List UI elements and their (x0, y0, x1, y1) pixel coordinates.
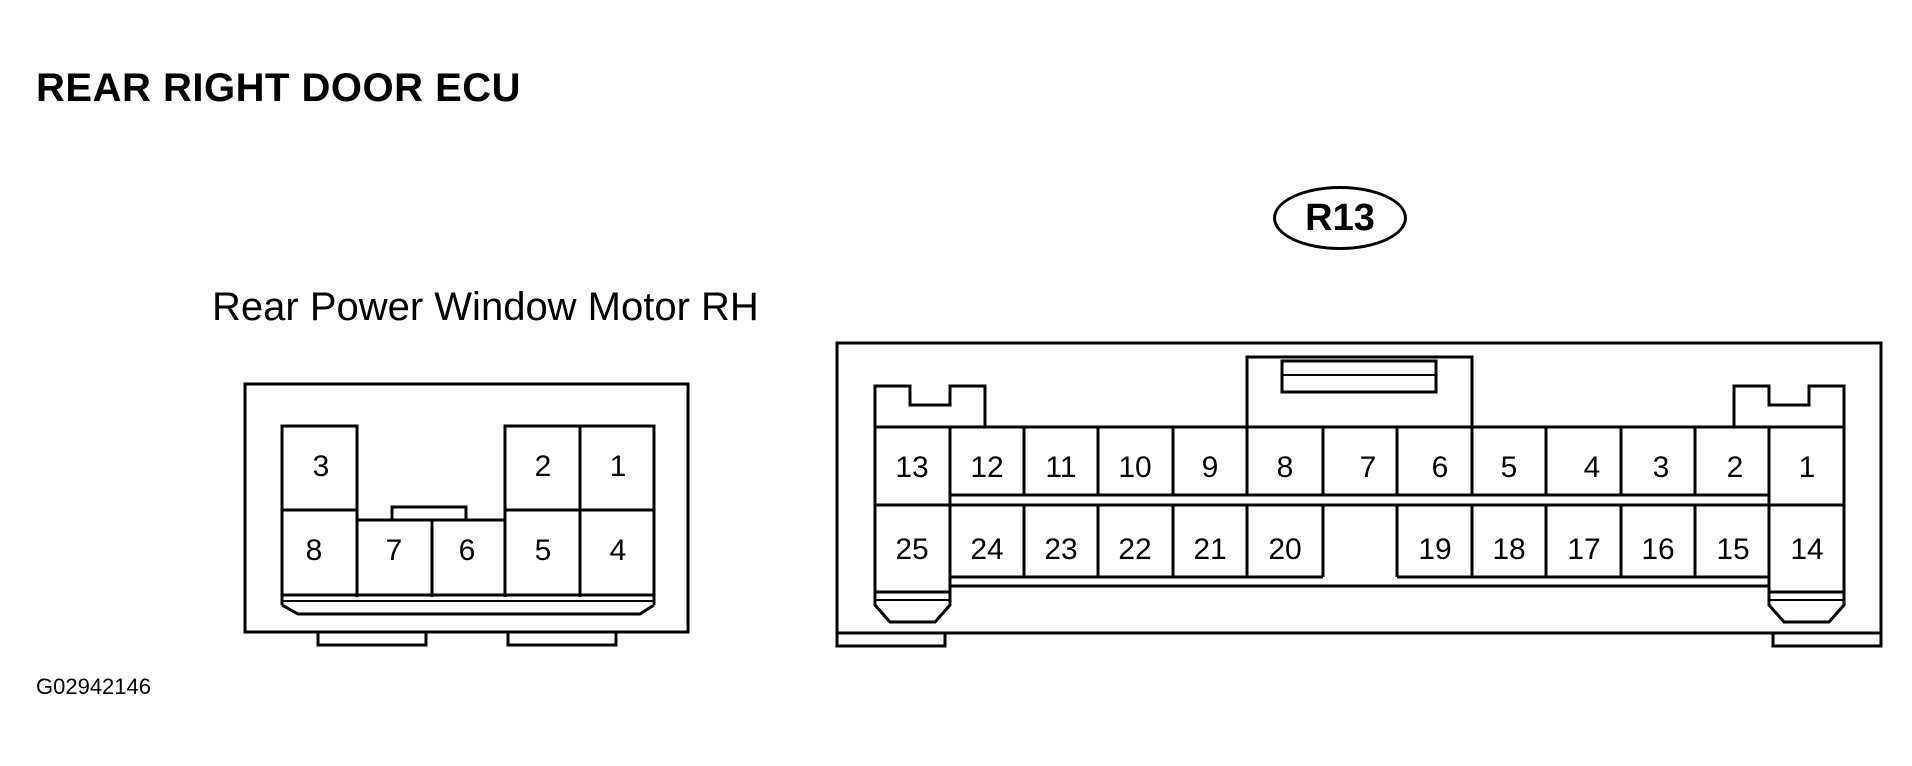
conn-b-pin-label: 20 (1268, 533, 1301, 566)
connector-a-label: Rear Power Window Motor RH (212, 285, 759, 329)
conn-b-pin-label: 9 (1202, 451, 1219, 484)
conn-b-pin-label: 22 (1118, 533, 1151, 566)
conn-b-pin-label: 17 (1567, 533, 1600, 566)
conn-a-pin-label: 3 (313, 450, 330, 483)
conn-a-pin-label: 8 (306, 534, 323, 567)
conn-b-pin-label: 13 (895, 451, 928, 484)
conn-a-pin-label: 1 (610, 450, 627, 483)
conn-b-pin-label: 8 (1277, 451, 1294, 484)
conn-b-pin-label: 23 (1044, 533, 1077, 566)
conn-b-pin-label: 7 (1360, 451, 1377, 484)
conn-b-pin-label: 6 (1432, 451, 1449, 484)
conn-b-pin-label: 18 (1492, 533, 1525, 566)
conn-b-pin-label: 14 (1790, 533, 1823, 566)
connector-a-body (243, 382, 690, 647)
diagram-title: REAR RIGHT DOOR ECU (36, 66, 522, 110)
conn-b-pin-label: 3 (1653, 451, 1670, 484)
conn-a-pin-label: 2 (535, 450, 552, 483)
conn-b-pin-label: 12 (970, 451, 1003, 484)
conn-a-pin-label: 5 (535, 534, 552, 567)
conn-b-pin-label: 19 (1418, 533, 1451, 566)
conn-b-pin-label: 25 (895, 533, 928, 566)
conn-b-pin-label: 11 (1045, 451, 1076, 484)
conn-b-pin-label: 24 (970, 533, 1003, 566)
conn-b-pin-label: 4 (1584, 451, 1601, 484)
conn-b-pin-label: 1 (1799, 451, 1816, 484)
conn-b-pin-label: 15 (1716, 533, 1749, 566)
connector-b-body (835, 341, 1883, 648)
conn-b-pin-label: 2 (1727, 451, 1744, 484)
conn-b-pin-label: 5 (1501, 451, 1518, 484)
conn-b-pin-label: 10 (1118, 451, 1151, 484)
conn-b-pin-label: 21 (1193, 533, 1226, 566)
connector-code: R13 (1305, 196, 1375, 239)
conn-a-pin-label: 6 (459, 534, 476, 567)
conn-a-pin-label: 7 (386, 534, 403, 567)
figure-id: G02942146 (36, 674, 151, 699)
conn-a-pin-label: 4 (610, 534, 627, 567)
conn-b-pin-label: 16 (1641, 533, 1674, 566)
connector-code-badge: R13 (1273, 186, 1407, 250)
